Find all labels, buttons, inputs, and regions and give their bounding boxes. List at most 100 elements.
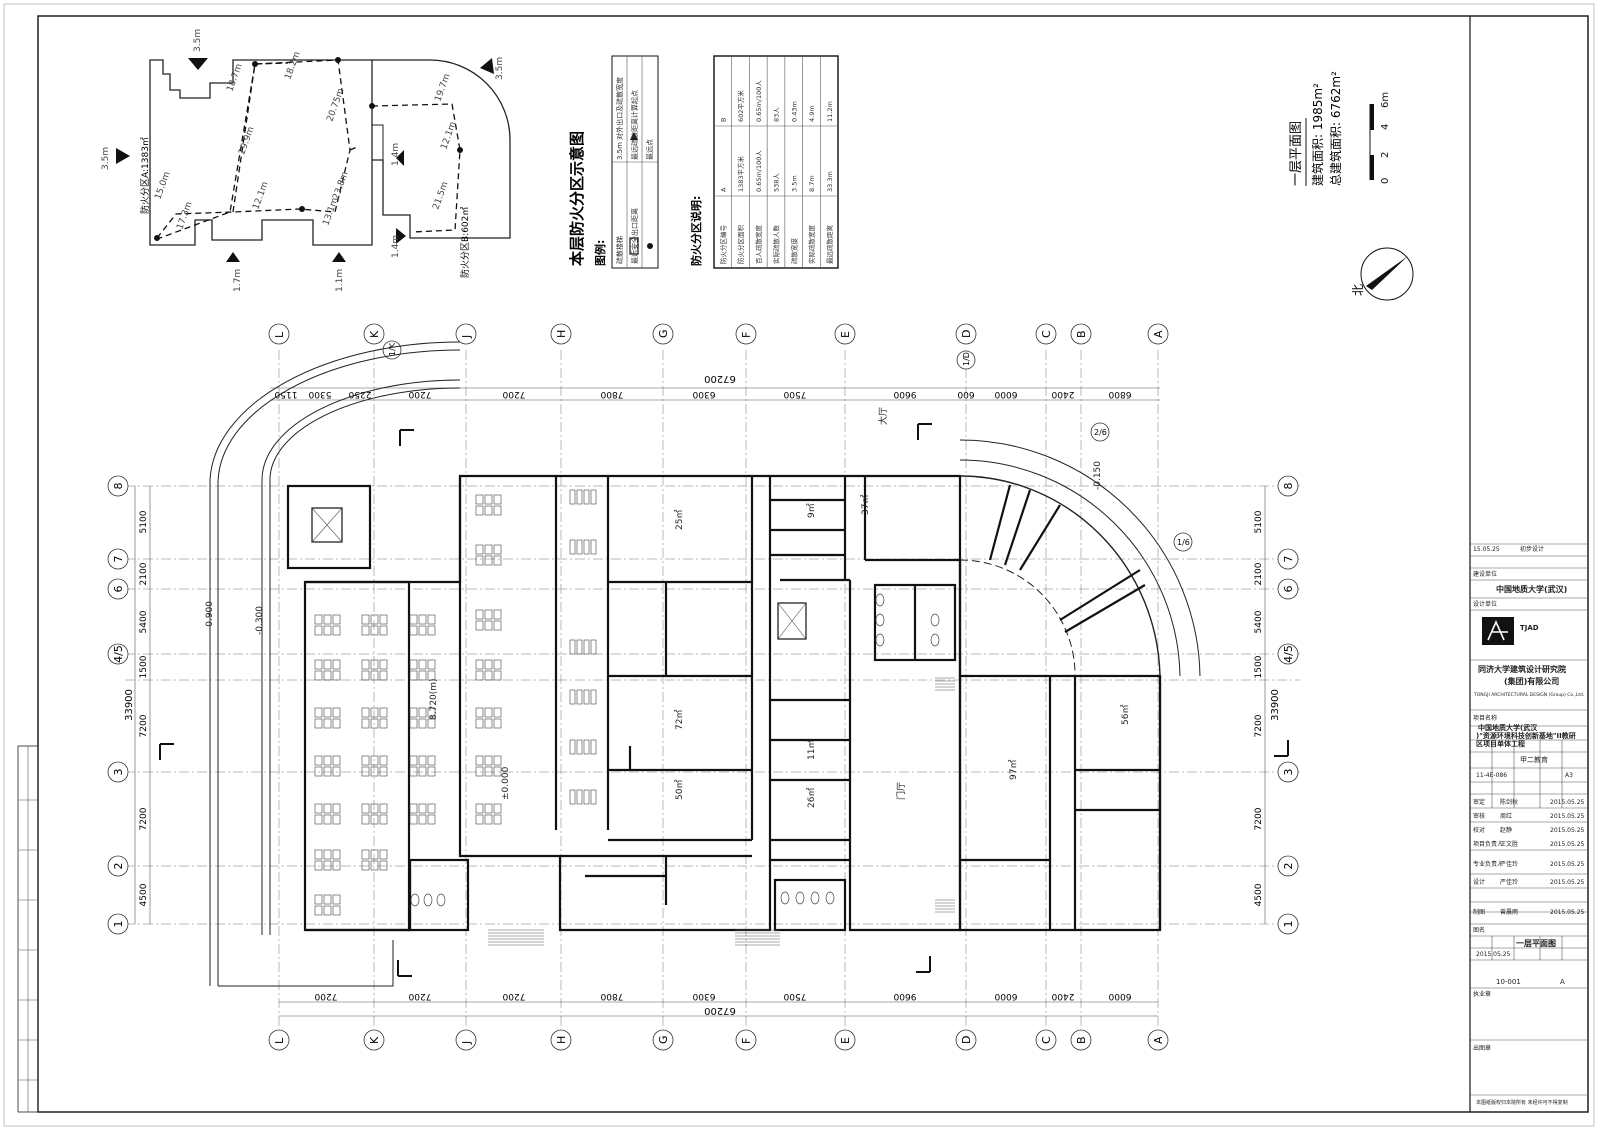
notes-cell: 4.9m <box>808 105 816 122</box>
axis-label-left: 3 <box>112 769 125 776</box>
dimension-right: 5400 <box>1254 610 1264 633</box>
zone-b-label: 防火分区B:602㎡ <box>459 207 471 278</box>
exit-symbol <box>630 132 638 140</box>
role-name: 王文胜 <box>1500 840 1518 848</box>
dimension-label: 18.7m <box>225 63 244 93</box>
axis-label-top: C <box>1040 330 1053 338</box>
zone-a-label: 防火分区A:1383㎡ <box>139 137 151 214</box>
version: A <box>1560 978 1565 986</box>
dimension-top: 9600 <box>893 389 916 399</box>
axis-label-left: 4/5 <box>112 645 125 663</box>
role-date: 2015.05.25 <box>1550 841 1585 848</box>
role-title: 校对 <box>1473 826 1485 834</box>
dimension-label: 23.8m <box>331 171 350 201</box>
dimension-bottom: 7200 <box>408 991 431 1001</box>
sheet-title-label: 图名 <box>1473 926 1485 934</box>
axis-label-right: 2 <box>1282 863 1295 870</box>
dimension-label: 3.5m <box>193 29 203 52</box>
scale-label: 4 <box>1380 124 1391 130</box>
notes-cell: 1383平方米 <box>736 155 745 192</box>
dimension-right: 7200 <box>1254 714 1264 737</box>
drawing-number: 10-001 <box>1496 978 1521 986</box>
client-label: 建设单位 <box>1473 570 1497 578</box>
legend-row: 3.5m 对外出口及疏散宽度 <box>615 77 624 160</box>
project-number: 11-4E-086 <box>1476 772 1507 779</box>
dimension-label: 18.2m <box>283 51 302 81</box>
room-label: 门厅 <box>895 782 907 800</box>
dimension-top: 6800 <box>1108 389 1131 399</box>
role-date: 2015.05.25 <box>1550 813 1585 820</box>
dimension-top: 6000 <box>994 389 1017 399</box>
notes-cell: 防火分区面积 <box>736 225 745 265</box>
dimension-label: 1.7m <box>233 269 243 292</box>
dimension-left: 7200 <box>139 807 149 830</box>
axis-label-right: 3 <box>1282 769 1295 776</box>
north-label: 北 <box>1351 284 1365 296</box>
half-axis-label: 1/D <box>962 352 971 366</box>
legend-row: 最远安全出口距离 <box>630 208 639 264</box>
room-label: 9㎡ <box>806 503 817 518</box>
axis-label-bottom: F <box>740 1038 753 1044</box>
room-label: 25㎡ <box>674 510 685 530</box>
dimension-label: 1.4m <box>391 143 401 166</box>
role-date: 2015.05.25 <box>1550 861 1585 868</box>
overall-width-bottom: 67200 <box>704 1005 736 1016</box>
half-axis-label: 2/6 <box>1094 428 1107 437</box>
scale-label: 0 <box>1380 178 1391 184</box>
axis-label-bottom: B <box>1075 1036 1088 1044</box>
dimension-top: 7800 <box>600 389 623 399</box>
role-date: 2015.05.25 <box>1550 909 1585 916</box>
farthest-point-symbol <box>647 243 653 249</box>
dimension-left: 2100 <box>139 562 149 585</box>
axis-label-right: 7 <box>1282 556 1295 563</box>
revision-desc: 初步设计 <box>1520 545 1544 553</box>
notes-cell: 防火分区编号 <box>719 225 728 265</box>
role-title: 专业负责人 <box>1473 860 1503 868</box>
axis-label-top: E <box>839 331 852 338</box>
axis-label-bottom: A <box>1152 1036 1165 1044</box>
notes-cell: 0.65m/100人 <box>755 150 763 192</box>
axis-label-top: D <box>960 330 973 338</box>
dimension-bottom: 6300 <box>692 991 715 1001</box>
room-label: 26㎡ <box>806 788 817 808</box>
notes-cell: 疏散宽度 <box>789 238 798 265</box>
dimension-right: 2100 <box>1254 562 1264 585</box>
notes-cell: 百人疏散宽度 <box>754 225 763 265</box>
dimension-top: 7200 <box>502 389 525 399</box>
seal-label: 出图章 <box>1473 1044 1491 1052</box>
sub-number: A3 <box>1565 772 1573 779</box>
axis-label-right: 6 <box>1282 586 1295 593</box>
dimension-top: 7500 <box>783 389 806 399</box>
axis-label-top: G <box>657 329 670 338</box>
plan-name: 一层平面图 <box>1289 121 1304 186</box>
company-en: TONGJI ARCHITECTURAL DESIGN (Group) Co.,… <box>1473 692 1584 698</box>
legend-row: 最远点 <box>646 139 654 160</box>
dimension-label: 21.5m <box>431 181 450 211</box>
dimension-label: 29.9m <box>237 126 256 156</box>
dimension-left: 5400 <box>139 610 149 633</box>
room-label: 50㎡ <box>674 780 685 800</box>
room-label: 8.720(m) <box>429 678 439 720</box>
designer-logo-text: TJAD <box>1520 624 1539 632</box>
notes-cell: B <box>720 118 728 122</box>
project-line-2: )"资源环境科技创新基地"II教研 <box>1476 731 1576 740</box>
role-name: 陈剑秋 <box>1500 798 1518 806</box>
room-label: 11㎡ <box>806 740 817 760</box>
notes-cell: 8.7m <box>808 175 816 192</box>
role-title: 审定 <box>1473 798 1485 806</box>
axis-label-top: A <box>1152 330 1165 338</box>
notes-cell: A <box>720 187 728 192</box>
footer-text: 本图纸版权归本院所有 未经许可不得复制 <box>1476 1099 1568 1106</box>
notes-cell: 0.65m/100人 <box>755 80 763 122</box>
axis-label-top: F <box>740 332 753 338</box>
axis-label-left: 6 <box>112 586 125 593</box>
legend-row: 最远疏散距离计算起点 <box>630 90 639 160</box>
notes-cell: 11.2m <box>826 101 834 122</box>
notes-cell: 实际疏散人数 <box>772 225 781 265</box>
client-name: 中国地质大学(武汉) <box>1496 584 1567 594</box>
axis-label-bottom: K <box>368 1036 381 1044</box>
dimension-label: 19.7m <box>433 73 452 103</box>
axis-label-right: 8 <box>1282 483 1295 490</box>
sub-project: 甲二教育 <box>1520 755 1548 764</box>
